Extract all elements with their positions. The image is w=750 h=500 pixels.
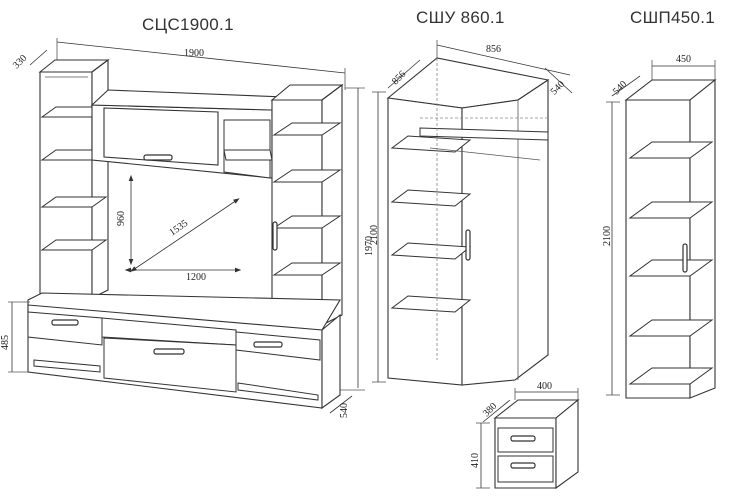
shp-height-label: 2100 bbox=[602, 226, 613, 246]
scs-depth-bottom-label: 540 bbox=[339, 403, 350, 418]
tumba-drawer-bottom bbox=[497, 455, 554, 483]
scs-stand-drawer-left bbox=[27, 311, 103, 346]
shu-height-label: 2100 bbox=[369, 225, 380, 245]
title-shp450: СШП450.1 bbox=[630, 8, 716, 27]
shp-shelves bbox=[628, 141, 714, 385]
shp-door-handle bbox=[682, 243, 688, 273]
shp450-unit bbox=[606, 60, 717, 399]
shp-width-label: 450 bbox=[676, 54, 691, 65]
scs-width-label: 1900 bbox=[184, 48, 204, 59]
scs-upper-door bbox=[103, 107, 219, 166]
title-shu860: СШУ 860.1 bbox=[416, 8, 505, 27]
tv-diagonal-dimline bbox=[130, 198, 240, 272]
tv-diag-label: 1535 bbox=[167, 218, 190, 238]
scs-width-dimline bbox=[56, 41, 346, 74]
scs-right-handle bbox=[272, 221, 278, 251]
scs-base-height-label: 485 bbox=[0, 335, 11, 350]
shu860-unit bbox=[372, 40, 573, 386]
tumba-height-label: 410 bbox=[470, 453, 481, 468]
scs-depth-top-label: 330 bbox=[11, 53, 29, 71]
scs-right-shelves bbox=[272, 122, 342, 276]
tv-height-label: 960 bbox=[116, 211, 127, 226]
shu-door-handle bbox=[465, 229, 471, 261]
shu-shelves bbox=[390, 127, 549, 313]
scs-upper-handle bbox=[143, 154, 173, 161]
tumba-unit bbox=[476, 388, 580, 490]
scs1900-unit bbox=[8, 38, 365, 414]
scs-stand-drawer-center bbox=[103, 337, 237, 393]
shu-door bbox=[461, 78, 549, 386]
scs-left-tower-front bbox=[39, 71, 93, 299]
shu-depth-right-label: 540 bbox=[549, 79, 567, 97]
title-scs1900: СЦС1900.1 bbox=[142, 15, 234, 34]
scs-height-label: 1970 bbox=[364, 236, 375, 256]
tumba-width-label: 400 bbox=[537, 381, 552, 392]
shu-width-label: 856 bbox=[486, 44, 501, 55]
tv-width-label: 1200 bbox=[186, 272, 206, 283]
